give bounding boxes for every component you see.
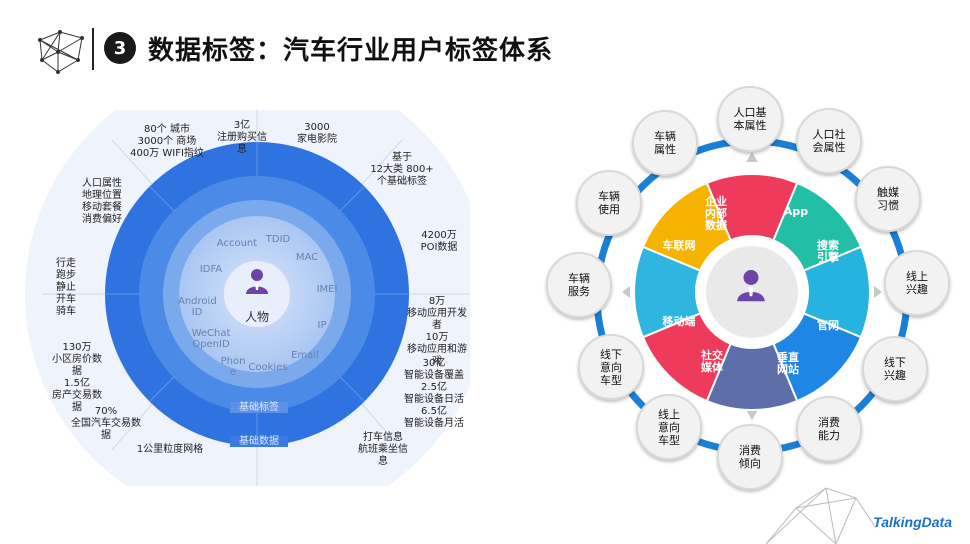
bubble-vehicle-usage: 车辆 使用	[576, 170, 642, 236]
person-icon	[246, 269, 268, 294]
section-number-badge: 3	[104, 32, 136, 64]
bubble-offline-interest: 线下 兴趣	[862, 336, 928, 402]
talkingdata-logo: TalkingData	[873, 514, 952, 530]
bubble-media-habit: 触媒 习惯	[855, 166, 921, 232]
bubble-vehicle-attributes: 车辆 属性	[632, 110, 698, 176]
segment-mobile: 移动端	[662, 315, 696, 328]
annotation-register: 3亿 注册购买信 息	[217, 120, 267, 155]
bubble-online-interest: 线上 兴趣	[884, 250, 950, 316]
annotation-apps: 8万 移动应用开发 者 10万 移动应用和游 戏	[407, 296, 467, 367]
bubble-demographic-social: 人口社 会属性	[796, 108, 862, 174]
core-item-imei: IMEI	[316, 284, 338, 295]
person-icon	[737, 270, 765, 302]
bubble-vehicle-service: 车辆 服务	[546, 252, 612, 318]
annotation-motion: 行走 跑步 静止 开车 骑车	[56, 258, 76, 317]
core-item-cookies: Cookies	[248, 362, 288, 373]
concentric-rings	[25, 110, 470, 486]
core-item-mac: MAC	[295, 252, 319, 263]
core-item-email: Email	[291, 350, 319, 361]
page-title: 数据标签：汽车行业用户标签体系	[148, 36, 554, 66]
ring-segment	[641, 181, 732, 272]
center-label: 人物	[244, 310, 269, 324]
segment-vertical-site: 垂直 网站	[777, 351, 799, 376]
segment-connected-car: 车联网	[662, 239, 696, 252]
segment-official-site: 官网	[817, 319, 839, 332]
annotation-cinema: 3000 家电影院	[297, 122, 337, 145]
annotation-800-tags: 基于 12大类 800+ 个基础标签	[370, 152, 434, 187]
bubble-offline-intended-model: 线下 意向 车型	[578, 334, 644, 400]
segment-social-media: 社交 媒体	[701, 349, 723, 374]
segment-internal-data: 企业 内部 数据	[705, 195, 727, 232]
core-item-android-id: Android ID	[178, 296, 217, 318]
core-item-tdid: TDID	[265, 234, 291, 245]
header-divider	[92, 28, 94, 70]
bubble-spending-power: 消费 能力	[796, 396, 862, 462]
segment-search-engine: 搜索 引擎	[817, 239, 839, 264]
ring-label-basic-data: 基础数据	[230, 436, 288, 447]
bubble-online-intended-model: 线上 意向 车型	[636, 394, 702, 460]
ring-label-basic-tags: 基础标签	[230, 402, 288, 413]
annotation-housing: 130万 小区房价数 据 1.5亿 房产交易数 据	[52, 342, 102, 413]
annotation-wifi: 80个 城市 3000个 商场 400万 WIFI指纹	[130, 124, 204, 159]
network-decoration-icon	[766, 487, 876, 544]
bubble-spending-tendency: 消费 倾向	[717, 424, 783, 490]
annotation-devices: 30亿 智能设备覆盖 2.5亿 智能设备日活 6.5亿 智能设备月活	[404, 358, 464, 429]
annotation-grid: 1公里粒度网格	[136, 444, 204, 455]
annotation-poi: 4200万 POI数据	[420, 230, 458, 253]
core-item-ip: IP	[317, 320, 327, 331]
network-logo-icon	[38, 30, 84, 74]
segment-app: App	[783, 205, 809, 218]
bubble-demographic-basic: 人口基 本属性	[717, 86, 783, 152]
core-item-account: Account	[216, 238, 258, 249]
annotation-travel: 打车信息 航班乘坐信 息	[358, 432, 408, 467]
core-item-wechat-openid: WeChat OpenID	[191, 328, 231, 350]
core-item-phone: Phon e	[220, 356, 246, 378]
core-item-idfa: IDFA	[199, 264, 223, 275]
left-tag-diagram: 人物 Account TDID MAC IDFA IMEI Android ID…	[22, 110, 470, 486]
annotation-auto-trade: 70% 全国汽车交易数 据	[71, 406, 141, 441]
annotation-demographics: 人口属性 地理位置 移动套餐 消费偏好	[82, 178, 122, 225]
